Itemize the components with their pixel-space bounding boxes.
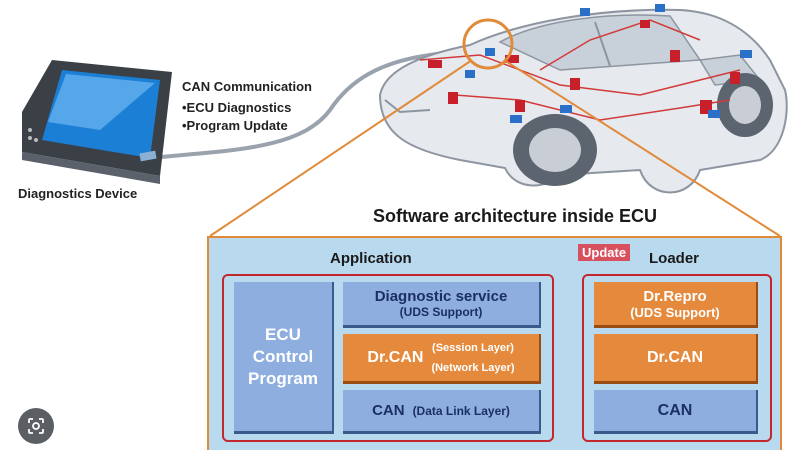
- app-drcan-network: (Network Layer): [431, 361, 515, 374]
- lens-button[interactable]: [18, 408, 54, 444]
- application-heading: Application: [330, 250, 412, 267]
- ecu-program-line-1: ECU: [265, 324, 301, 344]
- callout-line-left: [209, 59, 473, 237]
- drrepro-sub: (UDS Support): [630, 304, 720, 320]
- comm-item-diagnostics: •ECU Diagnostics: [182, 100, 292, 115]
- app-drcan-session: (Session Layer): [432, 341, 514, 354]
- lens-icon: [28, 418, 44, 434]
- diagnostic-service-sub: (UDS Support): [399, 305, 483, 319]
- loader-can-block: CAN: [594, 390, 758, 434]
- car-illustration: [378, 4, 788, 194]
- loader-can-name: CAN: [657, 401, 693, 419]
- app-can-block: CAN (Data Link Layer): [343, 390, 541, 434]
- update-badge: Update: [578, 244, 631, 261]
- diagnostics-device: [22, 60, 172, 184]
- application-group: [222, 274, 554, 442]
- callout-line-right: [503, 59, 781, 237]
- comm-title: CAN Communication: [182, 79, 312, 94]
- loader-group: [582, 274, 772, 442]
- app-drcan-block: Dr.CAN (Session Layer) (Network Layer): [343, 334, 541, 384]
- diagnostic-service-block: Diagnostic service (UDS Support): [343, 282, 541, 328]
- drrepro-name: Dr.Repro: [643, 287, 707, 305]
- app-can-sub: (Data Link Layer): [412, 403, 510, 418]
- can-cable: [149, 46, 476, 160]
- loader-drcan-name: Dr.CAN: [646, 348, 703, 366]
- loader-heading: Loader: [649, 250, 700, 267]
- drrepro-block: Dr.Repro (UDS Support): [594, 282, 758, 328]
- device-label: Diagnostics Device: [18, 186, 138, 201]
- app-can-name: CAN: [372, 402, 405, 419]
- ecu-highlight-circle: [462, 18, 514, 70]
- app-drcan-name: Dr.CAN: [367, 348, 424, 366]
- ecu-program-line-2: Control: [252, 346, 314, 366]
- ecu-control-program-block: ECU Control Program: [234, 282, 334, 434]
- diagnostic-service-name: Diagnostic service: [374, 288, 508, 305]
- loader-drcan-block: Dr.CAN: [594, 334, 758, 384]
- architecture-title: Software architecture inside ECU: [372, 206, 658, 226]
- comm-item-update: •Program Update: [182, 118, 288, 133]
- ecu-program-line-3: Program: [248, 368, 318, 388]
